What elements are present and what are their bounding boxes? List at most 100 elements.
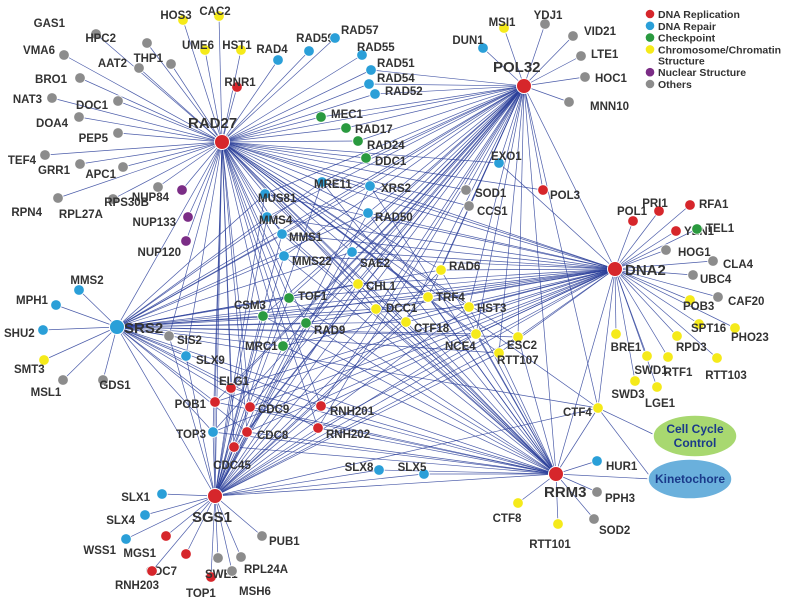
edge-rad27-nup133 (187, 141, 223, 218)
edge-rad27-ume6 (204, 49, 223, 143)
node-rnh202: RNH202 (312, 422, 370, 441)
node-dot (152, 181, 164, 193)
node-label: ELG1 (219, 376, 250, 388)
node-dot (579, 71, 591, 83)
node-dot (50, 299, 62, 311)
node-label: GRR1 (38, 165, 71, 177)
edge-rrm3-sod2 (555, 473, 595, 520)
edge-dna2-srs2 (116, 268, 616, 328)
node-dot (90, 28, 102, 40)
node-label: RAD9 (314, 325, 345, 337)
edge-rad27-mms4 (221, 141, 268, 218)
edge-rad27-rps30b (157, 141, 223, 188)
node-rad17: RAD17 (340, 122, 393, 136)
edge-pol32-mms1 (281, 85, 525, 235)
node-dot (670, 225, 682, 237)
node-dot (235, 44, 247, 56)
node-dot (552, 518, 564, 530)
node-ctf4: CTF4 (563, 402, 604, 419)
hub-dot (207, 488, 223, 504)
node-label: RPD3 (676, 342, 707, 354)
node-label: RPL27A (59, 209, 103, 221)
node-label: CHL1 (366, 281, 397, 293)
node-dot (422, 291, 434, 303)
edge-pol32-cdc45 (233, 85, 525, 448)
node-thp1: THP1 (134, 53, 177, 70)
node-label: SPT16 (691, 323, 726, 335)
node-label: SLX9 (196, 355, 225, 367)
node-esc2: ESC2 (507, 331, 537, 352)
node-trf4: TRF4 (422, 291, 465, 304)
edge-pol32-rrm3 (523, 85, 557, 475)
edge-dna2-top3 (212, 268, 616, 433)
node-dot (141, 37, 153, 49)
node-dot (435, 264, 447, 276)
legend-swatch (645, 67, 655, 77)
node-label: DUN1 (452, 35, 484, 47)
edge-srs2-sae2 (116, 251, 353, 328)
node-dot (133, 62, 145, 74)
cluster-label-line2: Control (674, 436, 717, 450)
edge-rrm3-cluster-1 (555, 473, 653, 480)
edge-rrm3-sae2 (351, 251, 557, 475)
node-rad6: RAD6 (435, 261, 480, 276)
node-tel1: TEL1 (691, 223, 735, 235)
edge-sgs1-pub1 (214, 495, 263, 537)
edge-srs2-top3 (116, 326, 214, 433)
edge-sgs1-trf4 (214, 296, 429, 497)
edge-pol32-xrs2 (369, 85, 525, 187)
node-label: RTT101 (529, 539, 571, 551)
edge-pol32-chl1 (357, 85, 525, 285)
node-label: TOF1 (298, 291, 328, 303)
edge-rad27-rad51 (221, 69, 372, 143)
node-dot (373, 464, 385, 476)
node-dot (537, 184, 549, 196)
node-rad55: RAD55 (356, 42, 395, 61)
node-label: RAD59 (296, 33, 334, 45)
node-dot (176, 184, 188, 196)
node-pob1: POB1 (175, 396, 221, 411)
node-hst1: HST1 (222, 40, 252, 56)
edge-srs2-mms4 (116, 216, 268, 328)
node-dot (687, 269, 699, 281)
node-label: MMS4 (259, 215, 293, 227)
node-label: CDC8 (257, 430, 289, 442)
node-slx8: SLX8 (345, 462, 385, 476)
edge-rad27-bro1 (79, 77, 223, 143)
edge-srs2-rad50 (116, 212, 369, 328)
edge-sgs1-dcc1 (214, 308, 377, 497)
node-dot (315, 111, 327, 123)
cluster-shape (647, 458, 733, 500)
edge-dna2-dcc1 (375, 268, 616, 310)
edge-srs2-ctf4 (116, 326, 599, 409)
node-vid21: VID21 (567, 26, 617, 42)
edge-pol32-sae2 (351, 85, 525, 253)
edge-rad27-ccs1 (221, 141, 470, 207)
edge-sgs1-tof1 (214, 297, 290, 497)
node-label: MMS2 (70, 275, 103, 287)
edge-rad27-tof1 (221, 141, 290, 299)
edge-rad27-mms22 (221, 141, 285, 257)
node-pol3: POL3 (537, 184, 580, 202)
node-hpc2: HPC2 (85, 33, 153, 49)
node-dot (259, 188, 271, 200)
node-gas1: GAS1 (34, 18, 102, 40)
edge-rrm3-tof1 (288, 297, 557, 475)
legend-swatch (645, 9, 655, 19)
edge-rad27-pep5 (117, 132, 223, 143)
edge-pol32-mms22 (283, 85, 525, 257)
edge-sgs1-msh6 (214, 495, 233, 572)
node-dot (629, 375, 641, 387)
edge-srs2-rad6 (116, 269, 442, 328)
edge-pol32-nce4 (475, 85, 525, 335)
edge-rrm3-xrs2 (369, 185, 557, 475)
legend-label: Others (658, 79, 692, 91)
node-dot (591, 486, 603, 498)
node-spt16: SPT16 (691, 318, 726, 335)
node-rtf1: RTF1 (662, 351, 693, 379)
edge-rrm3-dcc1 (375, 308, 557, 475)
node-dot (73, 111, 85, 123)
node-dot (303, 45, 315, 57)
node-dot (477, 42, 489, 54)
